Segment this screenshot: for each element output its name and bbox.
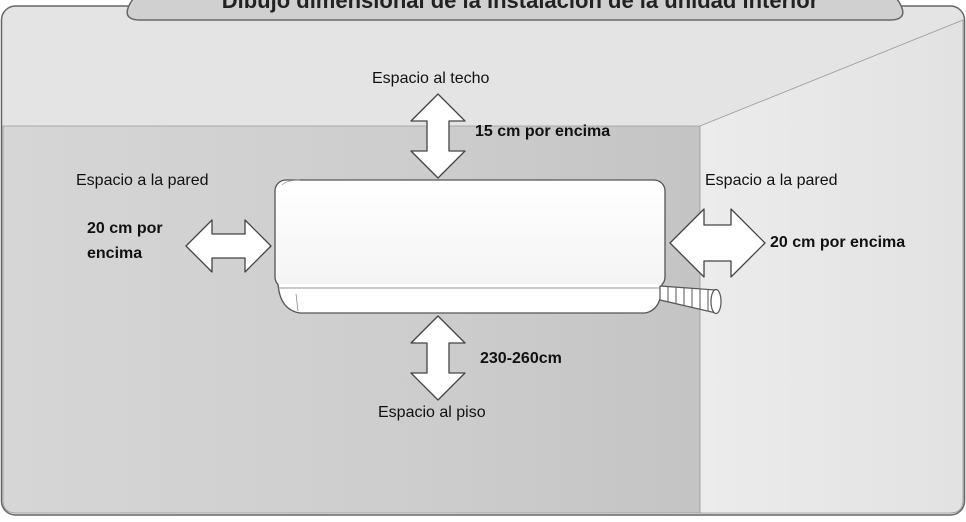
title-tab	[126, 0, 904, 21]
drain-hose	[659, 285, 722, 315]
left-wall-distance-line1: 20 cm por	[87, 220, 163, 237]
floor-space-label: Espacio al piso	[378, 404, 486, 421]
right-wall-distance-label: 20 cm por encima	[770, 234, 906, 251]
floor-distance-label: 230-260cm	[480, 350, 562, 367]
side-wall	[699, 19, 964, 514]
diagram-title: Dibujo dimensional de la instalación de …	[221, 0, 819, 13]
ceiling-distance-label: 15 cm por encima	[475, 123, 611, 140]
ceiling-space-label: Espacio al techo	[372, 70, 490, 87]
left-wall-distance-line2: encima	[87, 245, 143, 262]
left-wall-arrow	[185, 219, 272, 273]
right-wall-arrow	[669, 208, 766, 278]
indoor-unit	[274, 179, 666, 314]
floor-arrow	[410, 315, 466, 401]
ceiling-arrow	[410, 93, 466, 179]
right-wall-space-label: Espacio a la pared	[705, 172, 838, 189]
left-wall-space-label: Espacio a la pared	[76, 172, 209, 189]
